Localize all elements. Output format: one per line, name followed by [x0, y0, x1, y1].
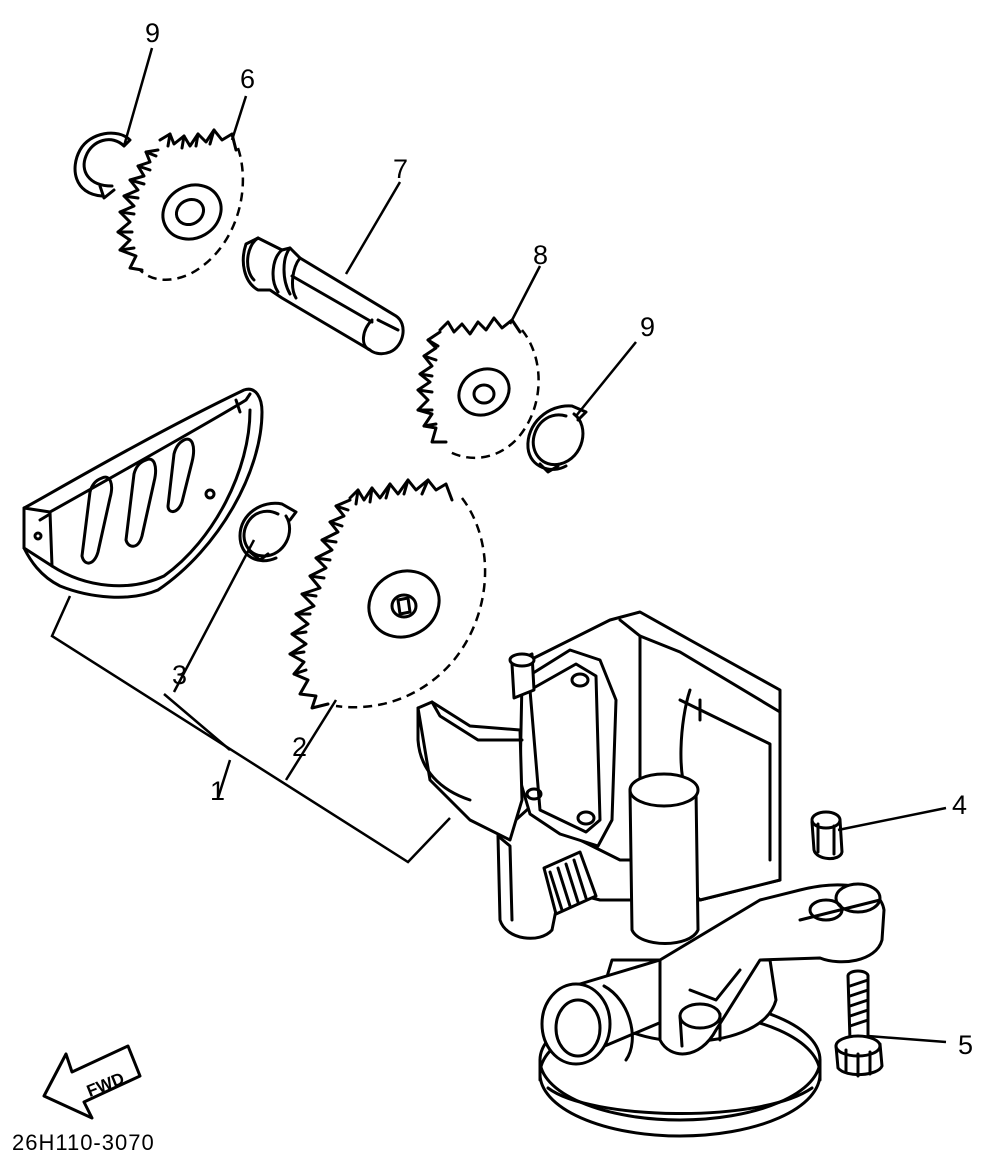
gear-8 — [416, 316, 540, 460]
leader-1-tick — [163, 693, 232, 799]
callout-3: 3 — [172, 660, 187, 690]
fwd-arrow: FWD — [42, 1044, 142, 1120]
shaft-7 — [241, 236, 405, 356]
bolt-5 — [834, 969, 884, 1078]
leader-6 — [230, 95, 248, 141]
leader-8 — [508, 265, 542, 325]
leader-4 — [837, 806, 947, 832]
callout-8: 8 — [533, 240, 548, 270]
callout-4: 4 — [952, 790, 967, 820]
dowel-pin-4 — [810, 810, 844, 860]
callout-2: 2 — [292, 732, 307, 762]
gear-6 — [116, 128, 245, 282]
leader-2 — [284, 699, 338, 781]
callout-5: 5 — [958, 1030, 973, 1060]
oil-pump-body — [416, 610, 886, 1138]
cover-plate — [22, 387, 264, 599]
callout-9-right: 9 — [640, 312, 655, 342]
gear-2 — [288, 478, 487, 710]
leader-7 — [344, 181, 402, 275]
callout-labels: 9 6 7 8 9 3 2 1 4 5 — [145, 18, 973, 1060]
leader-9a — [122, 47, 154, 147]
leader-9b — [575, 341, 637, 417]
circlip-3 — [238, 501, 298, 563]
leader-lines — [50, 47, 947, 1044]
leader-5 — [867, 1034, 947, 1044]
circlip-9-top — [73, 131, 132, 200]
diagram-code: 26H110-3070 — [12, 1130, 155, 1155]
callout-7: 7 — [393, 154, 408, 184]
circlip-9-right — [526, 404, 588, 474]
callout-9-top: 9 — [145, 18, 160, 48]
leader-3 — [172, 539, 256, 693]
callout-1: 1 — [210, 776, 225, 806]
callout-6: 6 — [240, 64, 255, 94]
